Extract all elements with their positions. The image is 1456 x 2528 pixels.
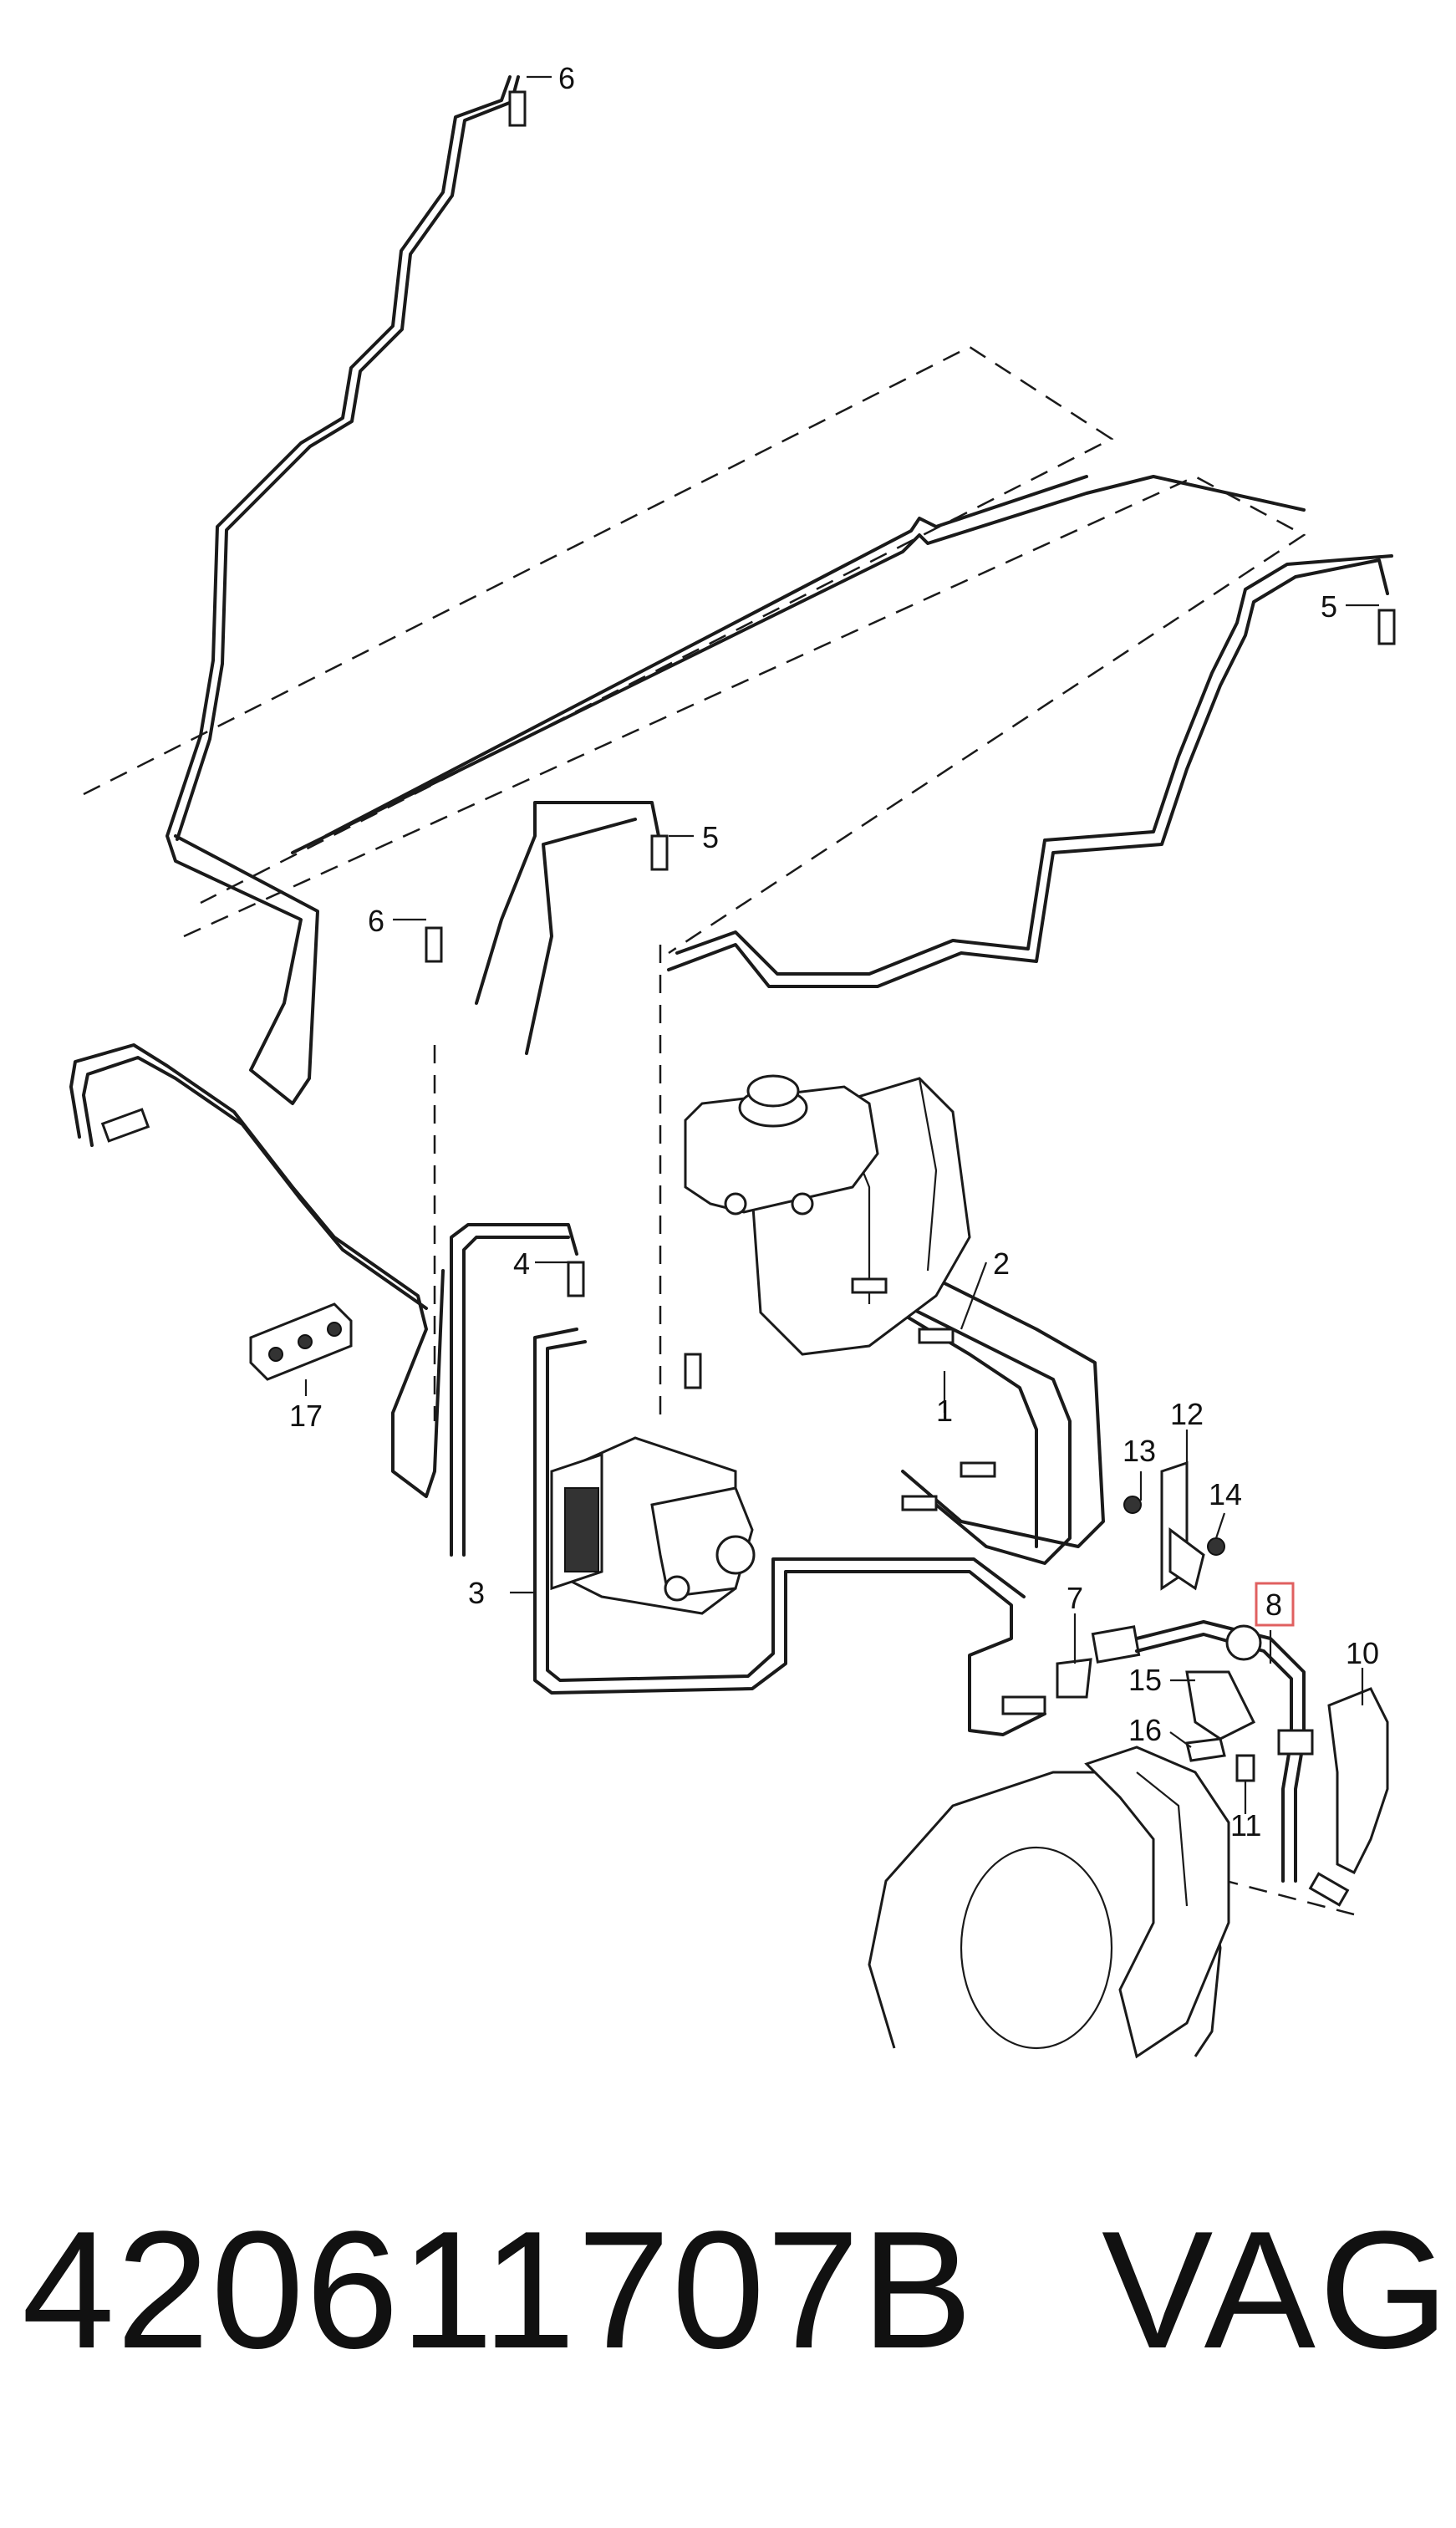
part-number: 420611707B: [22, 2197, 975, 2383]
brake-disc-and-caliper: [868, 1746, 1230, 2059]
callout-10: 10: [1346, 1636, 1379, 1670]
bracket-12: [1123, 1460, 1225, 1591]
clip-7: [1056, 1658, 1092, 1699]
callout-12: 12: [1170, 1397, 1204, 1431]
callout-8: 8: [1265, 1588, 1282, 1622]
brake-line-center-top: [291, 475, 1306, 1055]
callout-11: 11: [1230, 1808, 1261, 1842]
callout-13: 13: [1123, 1434, 1156, 1468]
line-clip-holder-17: [249, 1302, 353, 1381]
callout-16: 16: [1128, 1713, 1162, 1747]
callout-leaders: [304, 75, 1379, 1814]
callout-6-left: 6: [368, 904, 384, 938]
bolts: [1185, 1737, 1255, 1782]
callout-6-top: 6: [558, 61, 575, 95]
callout-3: 3: [468, 1576, 485, 1610]
callout-2: 2: [993, 1246, 1010, 1281]
callout-15: 15: [1128, 1663, 1162, 1697]
callout-7: 7: [1067, 1581, 1083, 1615]
callout-labels: 6 5 5 6 4 2 1 17 3 13 12 14 7 8 10 15 16…: [289, 61, 1379, 1842]
brand-name: VAG: [1102, 2197, 1453, 2383]
line-fittings: [100, 90, 1396, 1715]
footer: 420611707B VAG: [0, 2174, 1456, 2424]
abs-hydraulic-unit: [550, 1436, 756, 1615]
brake-line-right-long: [667, 554, 1393, 988]
brake-line-exploded-diagram: 6 5 5 6 4 2 1 17 3 13 12 14 7 8 10 15 16…: [69, 61, 1396, 2059]
callout-4: 4: [513, 1246, 530, 1281]
callout-8-highlight: [1255, 1582, 1295, 1627]
brake-line-left-lower: [69, 1043, 578, 1557]
brake-hose-8: [1135, 1620, 1350, 1907]
master-cylinder: [684, 1074, 879, 1216]
bracket-10: [1327, 1687, 1389, 1875]
callout-17: 17: [289, 1399, 323, 1433]
brake-line-left-long: [165, 75, 520, 1105]
bracket-15: [1185, 1670, 1256, 1741]
callout-5-right: 5: [1321, 589, 1337, 624]
callout-1: 1: [936, 1394, 953, 1428]
callout-5-center: 5: [702, 820, 719, 854]
callout-14: 14: [1209, 1477, 1242, 1511]
brake-line-3-loop: [533, 1328, 1046, 1736]
